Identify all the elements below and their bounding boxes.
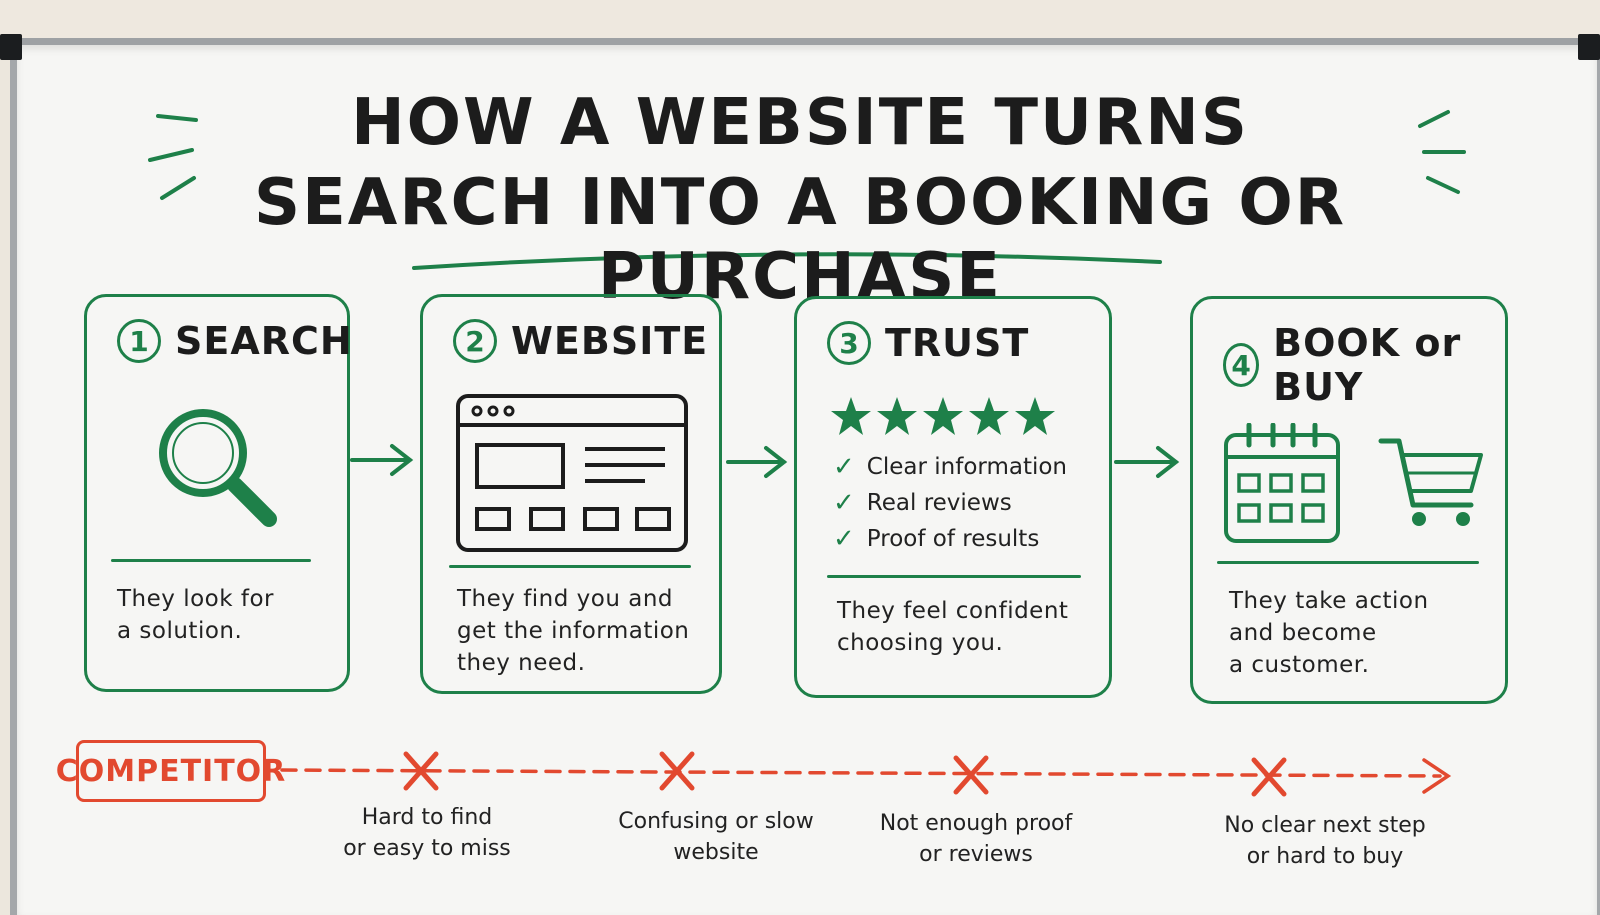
check-item: ✓Clear information	[833, 449, 1067, 485]
trust-checklist: ✓Clear information ✓Real reviews ✓Proof …	[833, 449, 1067, 557]
step-divider	[111, 559, 311, 562]
step-title: BOOK or BUY	[1273, 321, 1462, 409]
calendar-icon	[1224, 423, 1340, 543]
step-divider	[1217, 561, 1479, 564]
step-title: WEBSITE	[511, 319, 709, 363]
step-card-trust: 3 TRUST ✓Clear information ✓Real reviews…	[794, 296, 1112, 698]
step-header: 4 BOOK or BUY	[1223, 321, 1505, 409]
step-number: 4	[1223, 343, 1260, 387]
step-description: They look for a solution.	[117, 586, 274, 644]
title-line-1: HOW A WEBSITE TURNS	[351, 86, 1249, 160]
competitor-failure: No clear next step or hard to buy	[1224, 813, 1426, 869]
step-title: SEARCH	[175, 319, 353, 363]
five-stars-icon	[831, 397, 1055, 435]
step-card-search: 1 SEARCH They look for a solution.	[84, 294, 353, 692]
step-description: They find you and get the information th…	[457, 586, 690, 676]
title-line-2: SEARCH INTO A BOOKING OR PURCHASE	[253, 166, 1347, 314]
check-item: ✓Real reviews	[833, 485, 1067, 521]
board-corner-left	[0, 34, 22, 60]
check-item: ✓Proof of results	[833, 521, 1067, 557]
board-corner-right	[1578, 34, 1600, 60]
shopping-cart-icon	[1378, 438, 1483, 526]
checkmark-icon: ✓	[833, 488, 855, 518]
step-header: 2 WEBSITE	[453, 319, 708, 363]
step-description: They take action and become a customer.	[1229, 588, 1429, 678]
checkmark-icon: ✓	[833, 524, 855, 554]
checkmark-icon: ✓	[833, 452, 855, 482]
magnifying-glass-icon	[159, 409, 277, 527]
step-divider	[449, 565, 691, 568]
step-number: 2	[453, 319, 497, 363]
step-description: They feel confident choosing you.	[837, 598, 1069, 656]
step-number: 1	[117, 319, 161, 363]
competitor-label: COMPETITOR	[56, 740, 285, 802]
competitor-failure: Not enough proof or reviews	[879, 811, 1073, 867]
competitor-failure: Confusing or slow website	[618, 809, 814, 865]
browser-window-icon	[456, 394, 688, 552]
step-header: 1 SEARCH	[117, 319, 353, 363]
competitor-failure: Hard to find or easy to miss	[343, 805, 511, 861]
step-card-website: 2 WEBSITE They find you and get the info…	[420, 294, 722, 694]
wall	[0, 0, 1600, 40]
step-card-book-or-buy: 4 BOOK or BUY They take action and becom…	[1190, 296, 1508, 704]
step-number: 3	[827, 321, 871, 365]
step-title: TRUST	[885, 321, 1030, 365]
step-header: 3 TRUST	[827, 321, 1029, 365]
step-divider	[827, 575, 1081, 578]
